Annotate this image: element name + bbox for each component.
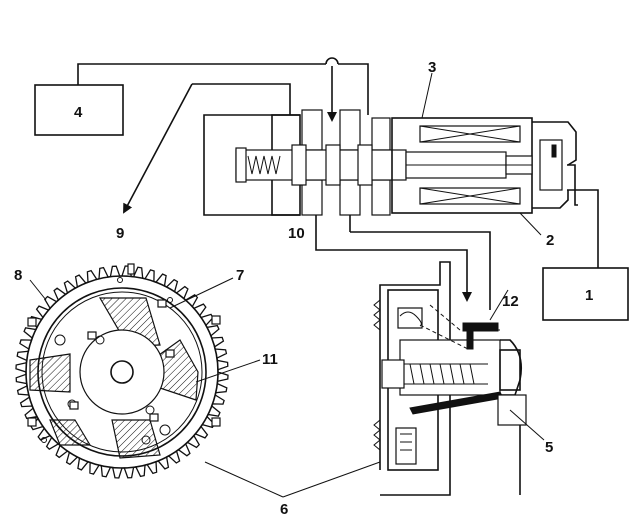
leader-lines xyxy=(29,72,545,498)
component-box-4 xyxy=(34,84,124,136)
callout-12: 12 xyxy=(502,293,519,310)
cam-sprocket-face xyxy=(15,263,229,479)
cam-actuator-section xyxy=(373,261,527,496)
callout-7: 7 xyxy=(236,267,244,284)
callout-10: 10 xyxy=(288,225,305,242)
wiring xyxy=(77,57,599,268)
oil-control-valve xyxy=(203,109,577,216)
callout-8: 8 xyxy=(14,267,22,284)
component-box-1 xyxy=(542,267,629,321)
sprocket-teeth xyxy=(15,265,229,479)
callout-3: 3 xyxy=(428,59,436,76)
callout-11: 11 xyxy=(262,351,278,368)
callout-1: 1 xyxy=(585,287,593,304)
callout-6: 6 xyxy=(280,501,288,518)
callout-2: 2 xyxy=(546,232,554,249)
callout-5: 5 xyxy=(545,439,553,456)
callout-4: 4 xyxy=(74,104,83,121)
callout-9: 9 xyxy=(116,225,124,242)
